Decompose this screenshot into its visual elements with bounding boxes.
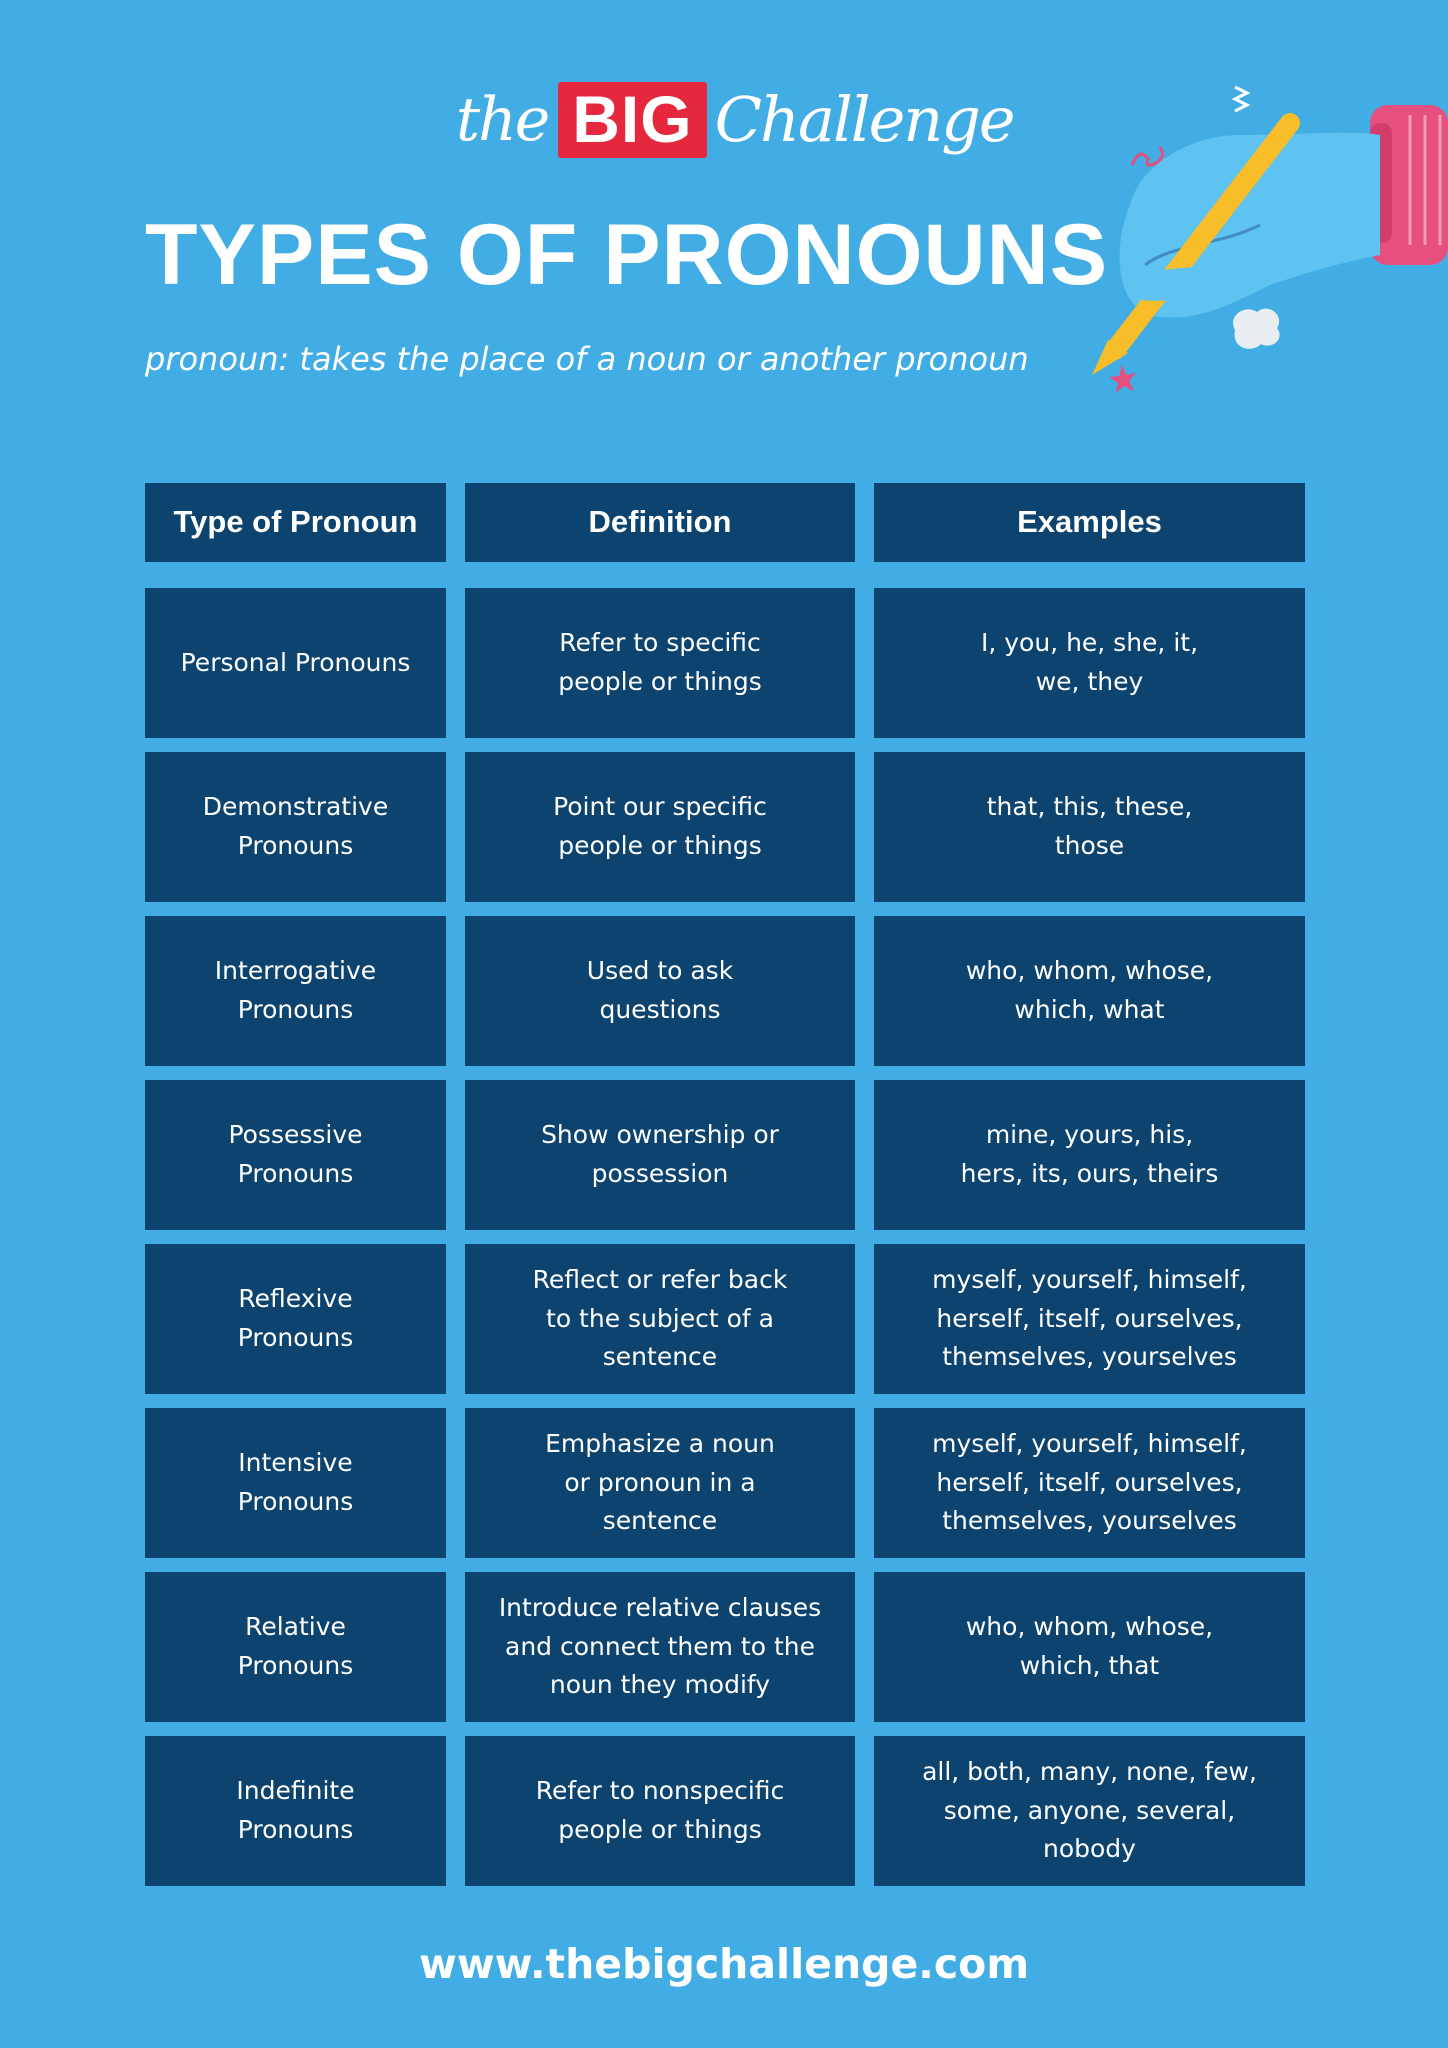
cell-definition: Used to ask questions bbox=[465, 916, 855, 1066]
cell-examples: who, whom, whose, which, that bbox=[874, 1572, 1305, 1722]
cell-definition: Refer to specific people or things bbox=[465, 588, 855, 738]
table-row: Relative Pronouns Introduce relative cla… bbox=[145, 1572, 1305, 1722]
table-row: Intensive Pronouns Emphasize a noun or p… bbox=[145, 1408, 1305, 1558]
cell-definition: Point our specific people or things bbox=[465, 752, 855, 902]
logo-the-text: the bbox=[456, 85, 550, 155]
cell-examples: mine, yours, his, hers, its, ours, their… bbox=[874, 1080, 1305, 1230]
pencil-shape bbox=[1092, 113, 1300, 375]
header-examples: Examples bbox=[874, 483, 1305, 562]
cell-type: Intensive Pronouns bbox=[145, 1408, 446, 1558]
cell-type: Interrogative Pronouns bbox=[145, 916, 446, 1066]
table-row: Indefinite Pronouns Refer to nonspecific… bbox=[145, 1736, 1305, 1886]
cell-examples: who, whom, whose, which, what bbox=[874, 916, 1305, 1066]
cell-examples: myself, yourself, himself, herself, itse… bbox=[874, 1408, 1305, 1558]
cell-examples: that, this, these, those bbox=[874, 752, 1305, 902]
logo-big-badge: BIG bbox=[558, 82, 707, 158]
cell-type: Demonstrative Pronouns bbox=[145, 752, 446, 902]
website-link[interactable]: www.thebigchallenge.com bbox=[418, 1940, 1030, 1988]
header-type: Type of Pronoun bbox=[145, 483, 446, 562]
cell-definition: Emphasize a noun or pronoun in a sentenc… bbox=[465, 1408, 855, 1558]
cell-definition: Introduce relative clauses and connect t… bbox=[465, 1572, 855, 1722]
squiggle-decoration bbox=[1130, 146, 1164, 167]
table-row: Interrogative Pronouns Used to ask quest… bbox=[145, 916, 1305, 1066]
cell-type: Reflexive Pronouns bbox=[145, 1244, 446, 1394]
cell-type: Relative Pronouns bbox=[145, 1572, 446, 1722]
cell-examples: all, both, many, none, few, some, anyone… bbox=[874, 1736, 1305, 1886]
brand-logo: the BIG Challenge bbox=[456, 70, 1016, 170]
table-row: Demonstrative Pronouns Point our specifi… bbox=[145, 752, 1305, 902]
logo-challenge-text: Challenge bbox=[714, 83, 1016, 156]
cell-definition: Reflect or refer back to the subject of … bbox=[465, 1244, 855, 1394]
table-row: Personal Pronouns Refer to specific peop… bbox=[145, 588, 1305, 738]
table-row: Reflexive Pronouns Reflect or refer back… bbox=[145, 1244, 1305, 1394]
star-decoration bbox=[1109, 365, 1136, 393]
table-header-row: Type of Pronoun Definition Examples bbox=[145, 483, 1305, 562]
hand-holding-pencil-icon bbox=[1092, 85, 1448, 393]
header-definition: Definition bbox=[465, 483, 855, 562]
page-subtitle: pronoun: takes the place of a noun or an… bbox=[145, 340, 1029, 378]
cell-type: Possessive Pronouns bbox=[145, 1080, 446, 1230]
zigzag-decoration bbox=[1231, 85, 1251, 113]
eraser-shape bbox=[1233, 308, 1280, 349]
table-row: Possessive Pronouns Show ownership or po… bbox=[145, 1080, 1305, 1230]
cell-type: Indefinite Pronouns bbox=[145, 1736, 446, 1886]
cell-type: Personal Pronouns bbox=[145, 588, 446, 738]
cell-definition: Refer to nonspecific people or things bbox=[465, 1736, 855, 1886]
pronoun-table: Type of Pronoun Definition Examples Pers… bbox=[145, 483, 1305, 1900]
cell-definition: Show ownership or possession bbox=[465, 1080, 855, 1230]
cell-examples: myself, yourself, himself, herself, itse… bbox=[874, 1244, 1305, 1394]
page-title: TYPES OF PRONOUNS bbox=[145, 207, 1109, 303]
cell-examples: I, you, he, she, it, we, they bbox=[874, 588, 1305, 738]
